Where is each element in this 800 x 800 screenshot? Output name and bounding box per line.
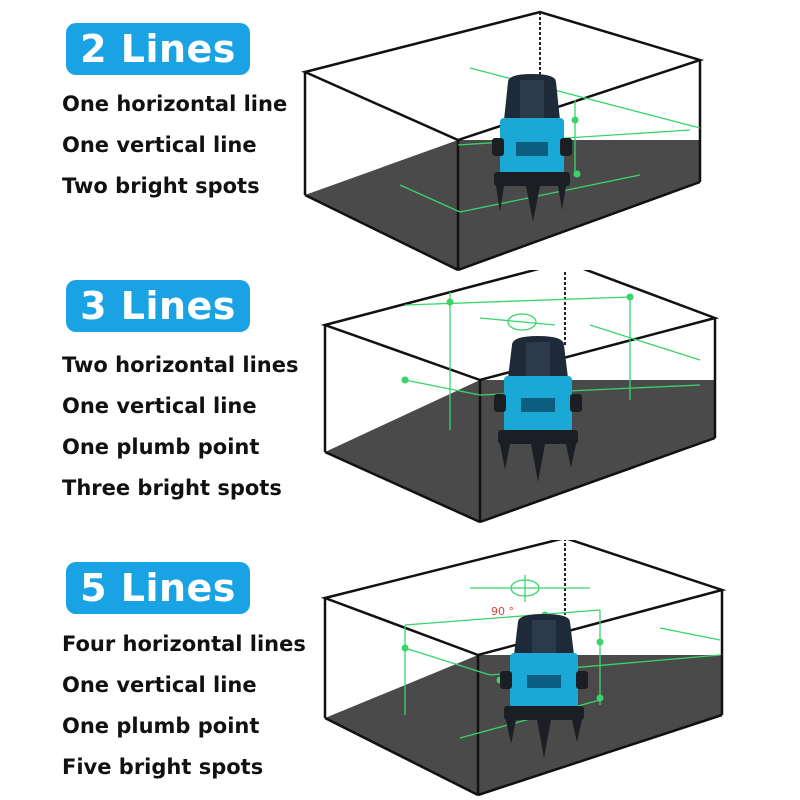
floor [325,655,722,795]
feature-item: One vertical line [62,673,257,697]
feature-item: One vertical line [62,133,257,157]
panel-2-lines: 2 Lines One horizontal line One vertical… [0,0,800,272]
title-badge: 2 Lines [66,23,250,75]
laser-level-device [494,336,582,482]
bright-spot [401,644,409,652]
bright-spot [401,376,409,384]
bright-spot [626,293,634,301]
bright-spot [571,116,579,124]
feature-item: Five bright spots [62,755,264,779]
title-badge: 5 Lines [66,562,250,614]
bright-spot [596,694,604,702]
panel-3-lines: 3 Lines Two horizontal lines One vertica… [0,270,800,540]
laser-lines [404,292,701,430]
angle-label: 90 ° [491,605,514,618]
feature-item: Two bright spots [62,174,260,198]
title-badge: 3 Lines [66,280,250,332]
laser-room-illustration: 90 ° [320,540,727,797]
laser-room-illustration [320,270,720,524]
feature-item: Two horizontal lines [62,353,299,377]
room-box [320,270,720,524]
feature-item: Four horizontal lines [62,632,306,656]
room-box [301,10,705,272]
panel-5-lines: 5 Lines Four horizontal lines One vertic… [0,540,800,800]
bright-spot [573,170,581,178]
laser-level-device [500,614,588,758]
floor [325,380,715,522]
feature-item: One vertical line [62,394,257,418]
feature-item: Three bright spots [62,476,282,500]
feature-item: One horizontal line [62,92,288,116]
bright-spot [446,298,454,306]
laser-level-device [492,74,572,222]
room-box [320,540,727,797]
feature-item: One plumb point [62,435,260,459]
feature-item: One plumb point [62,714,260,738]
floor [305,140,700,270]
bright-spot [596,638,604,646]
laser-room-illustration [301,10,705,272]
